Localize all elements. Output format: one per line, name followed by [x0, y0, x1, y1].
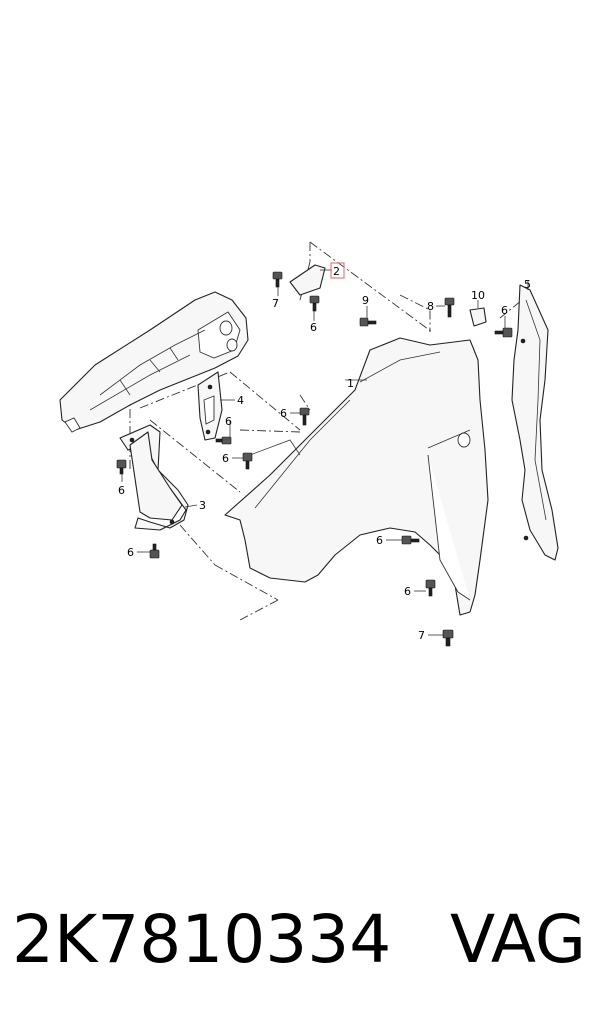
callout-6-bracket4: 6: [225, 415, 232, 428]
callout-6-top: 6: [310, 321, 317, 334]
part-footer: 2K7810334 VAG: [0, 885, 600, 995]
seal-strip-part-5: [511, 280, 559, 561]
callout-6-bottom-left: 6: [127, 546, 134, 559]
clip-part-10: [469, 300, 487, 327]
callout-leaders: [121, 287, 506, 636]
bolt-9: [359, 317, 377, 327]
callout-3: 3: [199, 499, 206, 512]
bolt-7-bottom: [442, 629, 454, 647]
callout-10: 10: [471, 289, 485, 302]
fender-part-1: [224, 337, 489, 616]
callout-7-bottom: 7: [418, 629, 425, 642]
bolt-6-bottom-left: [149, 543, 160, 559]
callout-6-lower-right: 6: [404, 585, 411, 598]
bolt-6-left: [116, 459, 127, 475]
bolt-6-lower-right: [425, 579, 436, 597]
callout-6-left: 6: [118, 484, 125, 497]
callout-6-arch: 6: [376, 534, 383, 547]
bolt-6-mid: [299, 407, 310, 426]
bolt-8: [444, 297, 455, 318]
callout-6-lower-mid: 6: [222, 452, 229, 465]
callout-4: 4: [237, 394, 244, 407]
bolt-6-bracket4: [215, 436, 232, 445]
bracket-part-3: [119, 424, 198, 531]
bolt-6-right: [494, 327, 513, 338]
part-number: 2K7810334: [12, 901, 392, 978]
bracket-part-4: [197, 371, 235, 441]
callout-9: 9: [362, 294, 369, 307]
bolts: [116, 271, 513, 647]
bolt-7-top: [272, 271, 283, 288]
bracket-part-2: [289, 264, 332, 296]
callout-2-highlight-box: [330, 262, 345, 279]
bolt-6-arch: [401, 535, 420, 545]
callout-labels: 1 2 3 4 5 6 6 6 6 6 6 6 6 6 7 7 8 9 10: [118, 265, 531, 642]
bolt-6-lower-mid: [242, 452, 253, 470]
callout-7-top: 7: [272, 297, 279, 310]
callout-6-right: 6: [501, 304, 508, 317]
bolt-6-top: [309, 295, 320, 312]
brand-label: VAG: [449, 901, 586, 978]
callout-2: 2: [333, 265, 340, 278]
callout-6-mid: 6: [280, 407, 287, 420]
inner-wheel-arch-structure: [59, 291, 249, 433]
callout-8: 8: [427, 300, 434, 313]
callout-5: 5: [524, 278, 531, 291]
callout-1: 1: [347, 377, 354, 390]
